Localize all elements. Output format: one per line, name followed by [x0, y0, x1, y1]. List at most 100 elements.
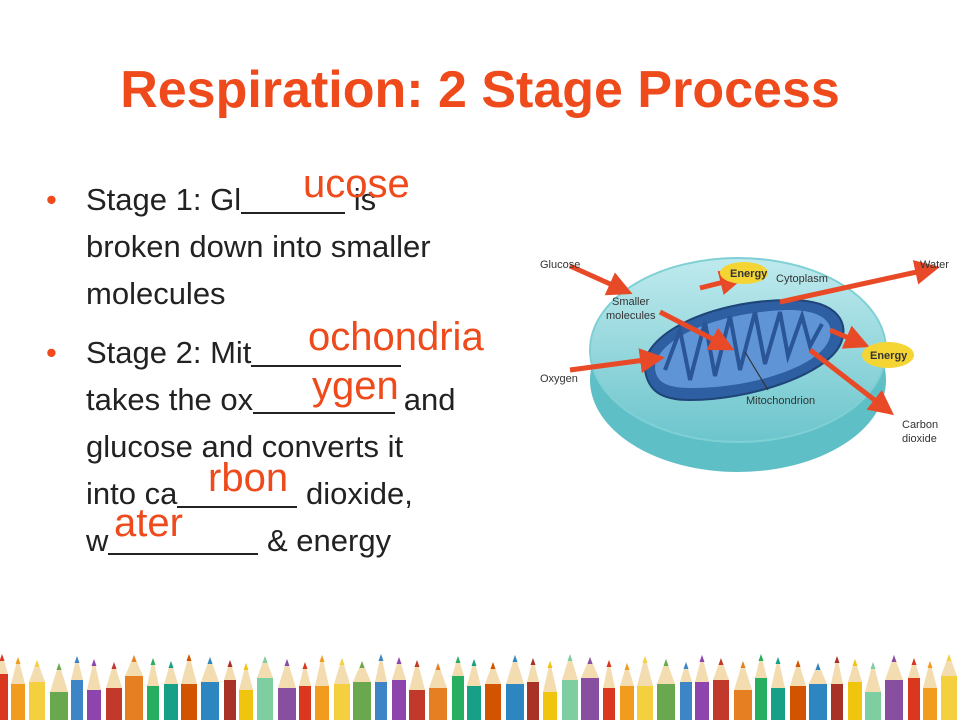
pencil-lead — [227, 660, 233, 667]
stage-1-line-2: broken down into smaller — [86, 229, 431, 264]
blank-glucose — [241, 182, 346, 214]
pencil-body — [657, 684, 675, 720]
pencil-lead — [946, 654, 952, 661]
pencil-lead — [302, 662, 308, 669]
stage-2-text-after: dioxide, — [297, 476, 413, 511]
bullet-stage-2: • Stage 2: Mit ochondria takes the ox an… — [36, 317, 596, 564]
pencil-body — [637, 686, 653, 720]
pencil-body — [771, 688, 785, 720]
pencil-lead — [91, 659, 97, 666]
pencil-body — [452, 676, 464, 720]
pencil-tip — [50, 663, 68, 692]
stage-2-line-2: takes the ox and ygen — [86, 366, 596, 423]
pencil-body — [713, 680, 729, 720]
pencil-tip — [375, 654, 387, 682]
pencil-tip — [603, 660, 615, 688]
pencils-border-image — [0, 654, 957, 720]
label-dioxide: dioxide — [902, 433, 937, 445]
pencil-lead — [547, 661, 553, 668]
pencil-tip — [527, 658, 539, 682]
pencil-tip — [831, 656, 843, 684]
pencil-lead — [414, 660, 420, 667]
pencil-body — [695, 682, 709, 720]
pencil-tip — [201, 657, 219, 682]
pencil-tip — [11, 657, 25, 684]
label-smaller: Smaller — [612, 296, 650, 308]
pencil-tip — [392, 657, 406, 680]
pencil-lead — [718, 658, 724, 665]
stage-1-line-1: Stage 1: Gl is ucose — [86, 164, 596, 223]
pencil-tip — [809, 663, 827, 684]
pencil-tip — [734, 661, 752, 690]
pencil-body — [278, 688, 296, 720]
pencil-body — [239, 690, 253, 720]
pencil-tip — [429, 663, 447, 688]
bullet-dot: • — [46, 335, 57, 370]
pencil-body — [164, 684, 178, 720]
pencil-lead — [207, 657, 213, 664]
pencil-body — [299, 686, 311, 720]
energy-badge-right — [862, 342, 914, 368]
label-energy-top: Energy — [730, 268, 768, 280]
pencil-tip — [257, 656, 273, 678]
pencil-lead — [378, 654, 384, 661]
pencil-lead — [740, 661, 746, 668]
pencil-lead — [699, 655, 705, 662]
pencil-body — [50, 692, 68, 720]
answer-ater: ater — [114, 501, 183, 545]
energy-badge-top — [720, 262, 768, 284]
pencil-tip — [771, 657, 785, 688]
pencil-tip — [637, 656, 653, 686]
pencil-lead — [758, 654, 764, 661]
pencil-lead — [870, 662, 876, 669]
pencil-body — [734, 690, 752, 720]
stage-2-text-after: and — [395, 382, 456, 417]
pencil-lead — [131, 655, 137, 662]
pencil-tip — [755, 654, 767, 678]
pencil-lead — [262, 656, 268, 663]
pencil-tip — [353, 661, 371, 682]
stage-1-text: Stage 1: Gl — [86, 182, 242, 217]
slide-title: Respiration: 2 Stage Process — [120, 61, 840, 119]
pencil-lead — [168, 661, 174, 668]
pencil-body — [527, 682, 539, 720]
pencil-lead — [56, 663, 62, 670]
stage-2-line-4: into ca dioxide, rbon — [86, 458, 596, 517]
stage-2-text: w — [86, 523, 109, 558]
pencil-body — [543, 692, 557, 720]
pencil-tip — [125, 655, 143, 676]
pencil-tip — [543, 661, 557, 692]
pencil-body — [755, 678, 767, 720]
pencil-body — [848, 682, 862, 720]
pencil-body — [506, 684, 524, 720]
pencil-tip — [695, 655, 709, 682]
pencil-body — [125, 676, 143, 720]
pencil-lead — [815, 663, 821, 670]
stage-2-line-5: w & energy ater — [86, 503, 596, 564]
pencil-body — [790, 686, 806, 720]
pencil-tip — [657, 659, 675, 684]
cell-respiration-diagram: Glucose Energy Cytoplasm Water Smaller m… — [540, 257, 949, 472]
pencil-tip — [848, 659, 862, 682]
pencil-lead — [775, 657, 781, 664]
pencil-body — [334, 684, 350, 720]
pencil-lead — [284, 659, 290, 666]
pencil-body — [392, 680, 406, 720]
pencil-body — [0, 674, 8, 720]
pencil-lead — [663, 659, 669, 666]
label-mitochondrion: Mitochondrion — [746, 395, 815, 407]
pencil-body — [885, 680, 903, 720]
pencil-lead — [339, 658, 345, 665]
stage-1-text-after: is — [345, 182, 377, 217]
pencil-tip — [409, 660, 425, 690]
pencil-tip — [581, 657, 599, 678]
label-energy-right: Energy — [870, 350, 908, 362]
stage-2-line-1: Stage 2: Mit ochondria — [86, 317, 596, 376]
pencil-body — [315, 686, 329, 720]
blank-carbon — [177, 476, 298, 508]
pencil-lead — [186, 654, 192, 661]
pencil-body — [71, 680, 83, 720]
pencil-lead — [512, 655, 518, 662]
pencil-tip — [87, 659, 101, 690]
answer-rbon: rbon — [208, 456, 289, 500]
